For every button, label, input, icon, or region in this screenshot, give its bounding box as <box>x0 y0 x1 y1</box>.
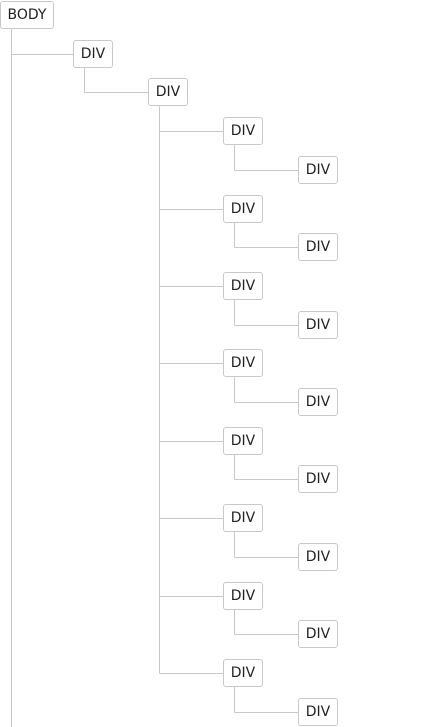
tree-node-div[interactable]: DIV <box>223 581 263 610</box>
tree-node-div[interactable]: DIV <box>223 117 263 146</box>
tree-node-div[interactable]: DIV <box>298 620 338 649</box>
tree-node-div[interactable]: DIV <box>73 39 113 68</box>
tree-node-div[interactable]: DIV <box>223 349 263 378</box>
tree-node-div[interactable]: DIV <box>223 658 263 687</box>
tree-node-div[interactable]: DIV <box>223 194 263 223</box>
tree-node-div[interactable]: DIV <box>223 426 263 455</box>
tree-node-div[interactable]: DIV <box>298 233 338 262</box>
tree-node-div[interactable]: DIV <box>298 465 338 494</box>
tree-node-div[interactable]: DIV <box>223 271 263 300</box>
tree-node-div[interactable]: DIV <box>298 542 338 571</box>
tree-node-div[interactable]: DIV <box>298 310 338 339</box>
tree-node-div[interactable]: DIV <box>223 504 263 533</box>
tree-node-div[interactable]: DIV <box>298 697 338 726</box>
tree-node-body[interactable]: BODY <box>0 1 54 29</box>
tree-node-div[interactable]: DIV <box>148 78 188 107</box>
tree-node-div[interactable]: DIV <box>298 155 338 184</box>
tree-node-div[interactable]: DIV <box>298 388 338 416</box>
